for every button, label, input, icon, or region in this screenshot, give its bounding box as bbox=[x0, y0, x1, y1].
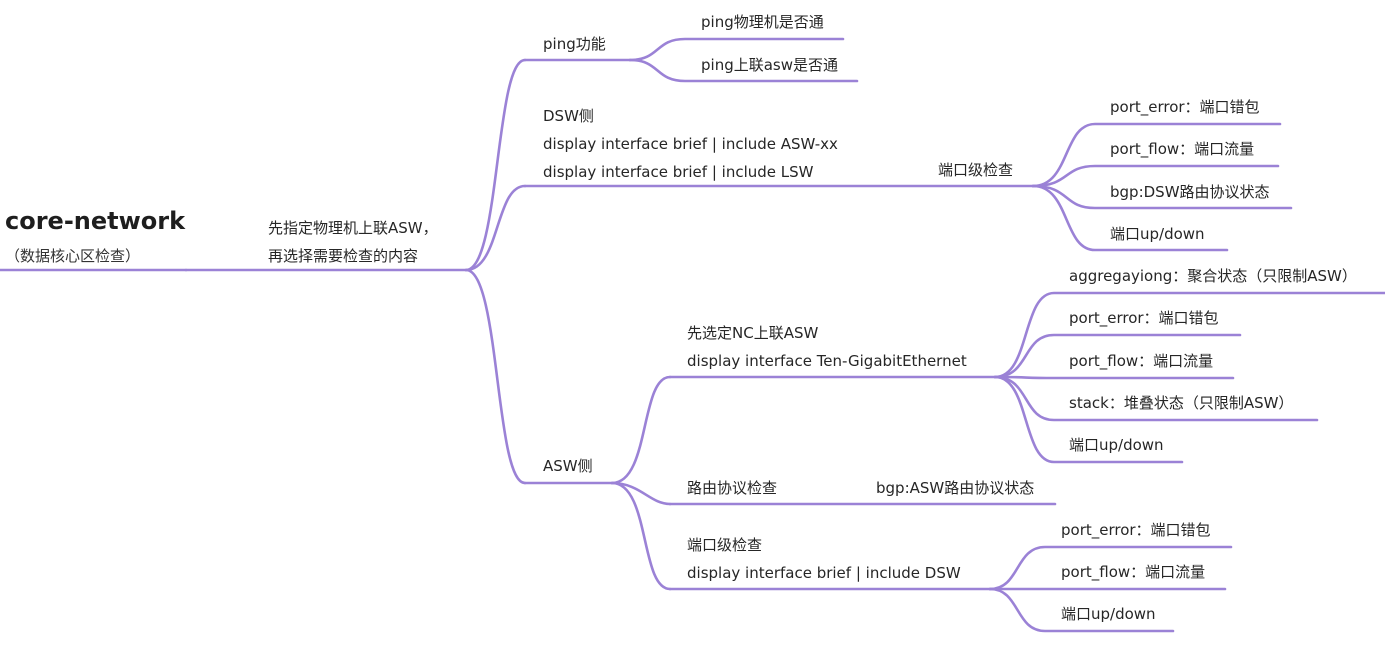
node-asw-route[interactable]: 路由协议检查 bbox=[687, 479, 778, 497]
node-l1-line-2: 再选择需要检查的内容 bbox=[268, 247, 419, 265]
node-dsw-port-child-1[interactable]: port_error：端口错包 bbox=[1110, 98, 1260, 116]
connector-asw-nc bbox=[610, 375, 672, 485]
node-dsw-line-2: display interface brief | include ASW-xx bbox=[543, 135, 838, 153]
node-asw-port-line-1: 端口级检查 bbox=[687, 536, 763, 554]
node-dsw-port-child-4[interactable]: 端口up/down bbox=[1110, 225, 1205, 243]
node-dsw-port-child-2[interactable]: port_flow：端口流量 bbox=[1110, 140, 1255, 158]
node-ping-child-1[interactable]: ping物理机是否通 bbox=[701, 13, 824, 31]
connector-dsw-child-2 bbox=[1031, 164, 1280, 188]
connector-l1-ping bbox=[464, 58, 527, 272]
node-dsw-line-3: display interface brief | include LSW bbox=[543, 163, 814, 181]
node-l1[interactable]: 先指定物理机上联ASW， 再选择需要检查的内容 bbox=[268, 214, 438, 270]
node-dsw-port-child-3[interactable]: bgp:DSW路由协议状态 bbox=[1110, 183, 1270, 201]
node-dsw-line-1: DSW侧 bbox=[543, 107, 594, 125]
node-l1-line-1: 先指定物理机上联ASW， bbox=[268, 219, 438, 237]
node-asw-port-child-1[interactable]: port_error：端口错包 bbox=[1061, 521, 1211, 539]
node-asw-port-child-3[interactable]: 端口up/down bbox=[1061, 605, 1156, 623]
connector-nc-child-1 bbox=[993, 291, 1385, 379]
node-dsw[interactable]: DSW侧 display interface brief | include A… bbox=[543, 102, 838, 186]
node-asw-route-child[interactable]: bgp:ASW路由协议状态 bbox=[876, 479, 1035, 497]
connector-nc-child-5 bbox=[993, 375, 1184, 464]
connector-nc-child-3 bbox=[993, 375, 1235, 380]
node-asw-port[interactable]: 端口级检查 display interface brief | include … bbox=[687, 531, 961, 587]
node-dsw-port-check[interactable]: 端口级检查 bbox=[938, 161, 1014, 179]
connector-ping-child-2 bbox=[628, 58, 859, 83]
connector-dsw-child-1 bbox=[1031, 122, 1282, 188]
node-asw[interactable]: ASW侧 bbox=[543, 457, 593, 475]
node-ping[interactable]: ping功能 bbox=[543, 35, 606, 53]
node-asw-nc-child-4[interactable]: stack：堆叠状态（只限制ASW） bbox=[1069, 394, 1294, 412]
connector-ping-child-1 bbox=[628, 37, 845, 62]
connector-port-child-1 bbox=[988, 545, 1233, 591]
root-title[interactable]: core-network bbox=[5, 207, 186, 235]
connector-dsw-child-3 bbox=[1031, 184, 1293, 210]
node-asw-port-line-2: display interface brief | include DSW bbox=[687, 564, 961, 582]
node-asw-port-child-2[interactable]: port_flow：端口流量 bbox=[1061, 563, 1206, 581]
connector-l1-asw bbox=[464, 268, 527, 485]
connector-l1-dsw bbox=[464, 184, 527, 272]
node-ping-child-2[interactable]: ping上联asw是否通 bbox=[701, 56, 838, 74]
node-asw-nc[interactable]: 先选定NC上联ASW display interface Ten-Gigabit… bbox=[687, 319, 967, 375]
root-subtitle: （数据核心区检查） bbox=[5, 247, 141, 265]
node-asw-nc-child-2[interactable]: port_error：端口错包 bbox=[1069, 309, 1219, 327]
node-asw-nc-child-3[interactable]: port_flow：端口流量 bbox=[1069, 352, 1214, 370]
node-asw-nc-child-5[interactable]: 端口up/down bbox=[1069, 436, 1164, 454]
node-asw-nc-child-1[interactable]: aggregayiong：聚合状态（只限制ASW） bbox=[1069, 267, 1357, 285]
connector-port-child-3 bbox=[988, 587, 1175, 633]
connector-asw-port bbox=[610, 481, 672, 591]
connector-dsw-child-4 bbox=[1031, 184, 1229, 252]
connector-nc-child-2 bbox=[993, 333, 1242, 379]
node-asw-nc-line-2: display interface Ten-GigabitEthernet bbox=[687, 352, 967, 370]
node-asw-nc-line-1: 先选定NC上联ASW bbox=[687, 324, 819, 342]
